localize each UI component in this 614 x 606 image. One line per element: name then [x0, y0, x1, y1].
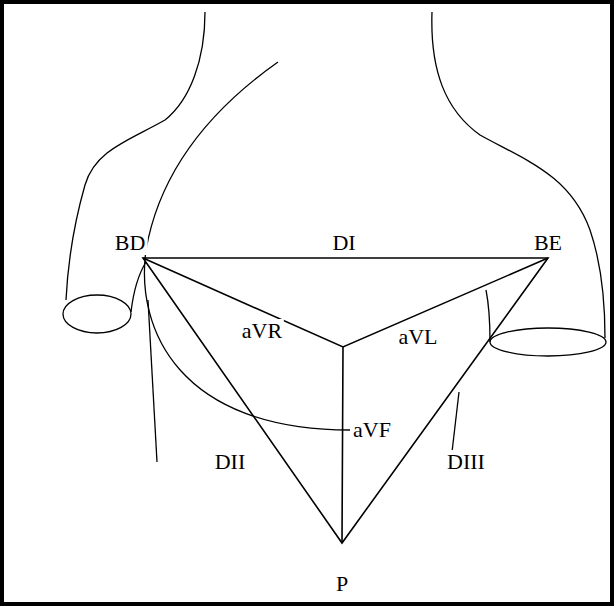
lead-label: aVR: [240, 319, 284, 343]
einthoven-triangle: [143, 258, 548, 543]
lead-triangle: [143, 258, 548, 543]
right-side-line: [452, 392, 459, 452]
lead-label: DI: [330, 231, 357, 255]
lead-label: aVL: [396, 325, 439, 349]
electrode-label: BE: [532, 231, 564, 255]
electrode-label: P: [334, 572, 350, 596]
lead-label: DIII: [445, 450, 487, 474]
lead-label: aVF: [351, 418, 393, 442]
heart-outline: [144, 62, 350, 430]
right-arm-end: [490, 328, 606, 356]
left-arm-end: [63, 295, 131, 333]
right-shoulder: [432, 12, 605, 338]
right-arm-inner: [486, 290, 490, 342]
lead-label: DII: [213, 450, 248, 474]
torso-outline: [63, 12, 606, 462]
electrode-label: BD: [113, 231, 148, 255]
left-arm-inner: [131, 262, 146, 312]
augmented-leads: [143, 258, 548, 543]
